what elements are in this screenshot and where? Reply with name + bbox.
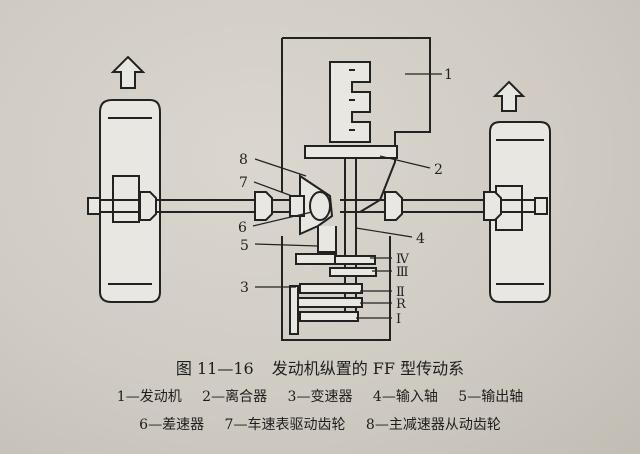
drivetrain-diagram: 1 2 3 4 5 6 7 8 Ⅳ Ⅲ Ⅱ R Ⅰ xyxy=(87,37,551,341)
gear-label-1: Ⅰ xyxy=(396,312,401,327)
figure-caption: 图 11—16 发动机纵置的 FF 型传动系 xyxy=(0,355,640,379)
callout-5: 5 xyxy=(240,238,249,254)
figure-number: 图 11—16 xyxy=(175,359,254,378)
legend-item: 5—输出轴 xyxy=(458,389,524,405)
cv-joint xyxy=(139,191,502,221)
legend-item: 2—离合器 xyxy=(202,389,268,405)
callout-3: 3 xyxy=(240,280,249,296)
gear-label-2: Ⅱ xyxy=(396,285,405,300)
callout-6: 6 xyxy=(238,220,247,236)
legend-item: 7—车速表驱动齿轮 xyxy=(224,417,346,433)
forward-arrow-left xyxy=(110,55,146,89)
callout-1: 1 xyxy=(444,67,453,83)
gear-label-4: Ⅳ xyxy=(396,252,410,267)
legend-item: 4—输入轴 xyxy=(372,389,438,405)
forward-arrow-right xyxy=(492,80,526,112)
gear-label-reverse: R xyxy=(396,297,407,312)
callout-7: 7 xyxy=(239,175,248,191)
callout-2: 2 xyxy=(434,162,443,178)
legend-row-1: 1—发动机 2—离合器 3—变速器 4—输入轴 5—输出轴 xyxy=(0,386,640,406)
gear-set xyxy=(289,255,377,335)
engine-housing xyxy=(281,37,431,213)
final-drive-gear xyxy=(289,174,337,253)
legend-item: 6—差速器 xyxy=(139,417,205,433)
gear-label-3: Ⅲ xyxy=(396,265,409,280)
callout-8: 8 xyxy=(239,152,248,168)
clutch xyxy=(304,145,398,159)
legend-row-2: 6—差速器 7—车速表驱动齿轮 8—主减速器从动齿轮 xyxy=(0,414,640,434)
legend-item: 3—变速器 xyxy=(287,389,353,405)
legend-item: 1—发动机 xyxy=(116,389,182,405)
callout-4: 4 xyxy=(416,231,425,247)
legend-item: 8—主减速器从动齿轮 xyxy=(365,417,501,433)
figure-title: 发动机纵置的 FF 型传动系 xyxy=(271,359,465,378)
